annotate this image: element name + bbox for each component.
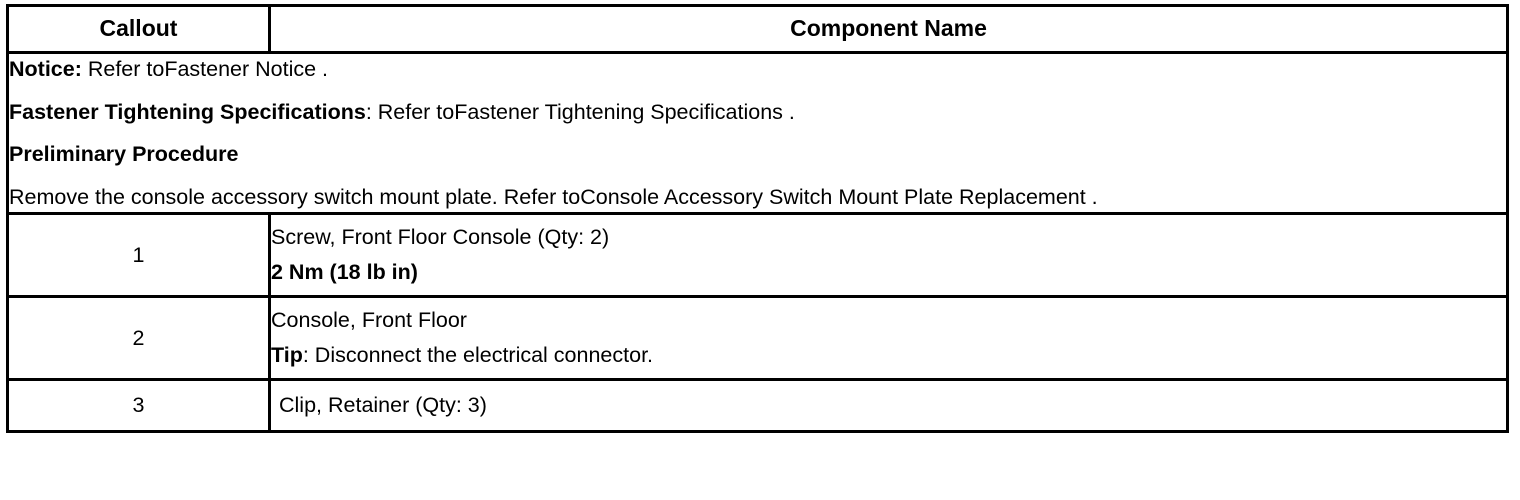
- fastener-spec-label: Fastener Tightening Specifications: [9, 99, 366, 124]
- component-name-cell-2: Console, Front Floor Tip: Disconnect the…: [268, 294, 1509, 381]
- notice-paragraph: Notice: Refer toFastener Notice .: [9, 54, 1506, 91]
- notice-label: Notice:: [9, 57, 82, 81]
- callout-number-1: 1: [6, 211, 271, 298]
- notice-block-row: Notice: Refer toFastener Notice . Fasten…: [6, 51, 1509, 215]
- tip-paragraph-2: Tip: Disconnect the electrical connector…: [271, 338, 1506, 373]
- fastener-spec-paragraph: Fastener Tightening Specifications: Refe…: [9, 91, 1506, 134]
- callout-number-2: 2: [6, 294, 271, 381]
- component-callout-table: Callout Component Name Notice: Refer toF…: [6, 4, 1509, 433]
- column-header-callout: Callout: [6, 4, 271, 54]
- notice-text: Refer toFastener Notice .: [81, 57, 329, 81]
- table-row: 1 Screw, Front Floor Console (Qty: 2) 2 …: [6, 211, 1509, 298]
- fastener-spec-text: : Refer toFastener Tightening Specificat…: [365, 99, 795, 124]
- preliminary-procedure-heading: Preliminary Procedure: [9, 142, 239, 167]
- component-description-1: Screw, Front Floor Console (Qty: 2): [271, 225, 610, 250]
- table-row: 3 Clip, Retainer (Qty: 3): [6, 377, 1509, 433]
- tip-label-2: Tip: [271, 342, 303, 367]
- preliminary-procedure-text: Remove the console accessory switch moun…: [9, 185, 1098, 210]
- table-row: 2 Console, Front Floor Tip: Disconnect t…: [6, 294, 1509, 381]
- column-header-component-name: Component Name: [268, 4, 1509, 54]
- tip-text-2: : Disconnect the electrical connector.: [302, 342, 654, 367]
- preliminary-procedure-heading-paragraph: Preliminary Procedure: [9, 133, 1506, 176]
- notice-block-cell: Notice: Refer toFastener Notice . Fasten…: [6, 51, 1509, 215]
- component-name-cell-3: Clip, Retainer (Qty: 3): [268, 377, 1509, 433]
- table-header-row: Callout Component Name: [6, 4, 1509, 54]
- callout-number-3: 3: [6, 377, 271, 433]
- preliminary-procedure-paragraph: Remove the console accessory switch moun…: [9, 176, 1506, 212]
- component-name-cell-1: Screw, Front Floor Console (Qty: 2) 2 Nm…: [268, 211, 1509, 298]
- component-description-3: Clip, Retainer (Qty: 3): [279, 392, 487, 417]
- torque-spec-1: 2 Nm (18 lb in): [271, 259, 418, 284]
- component-description-2: Console, Front Floor: [271, 308, 467, 333]
